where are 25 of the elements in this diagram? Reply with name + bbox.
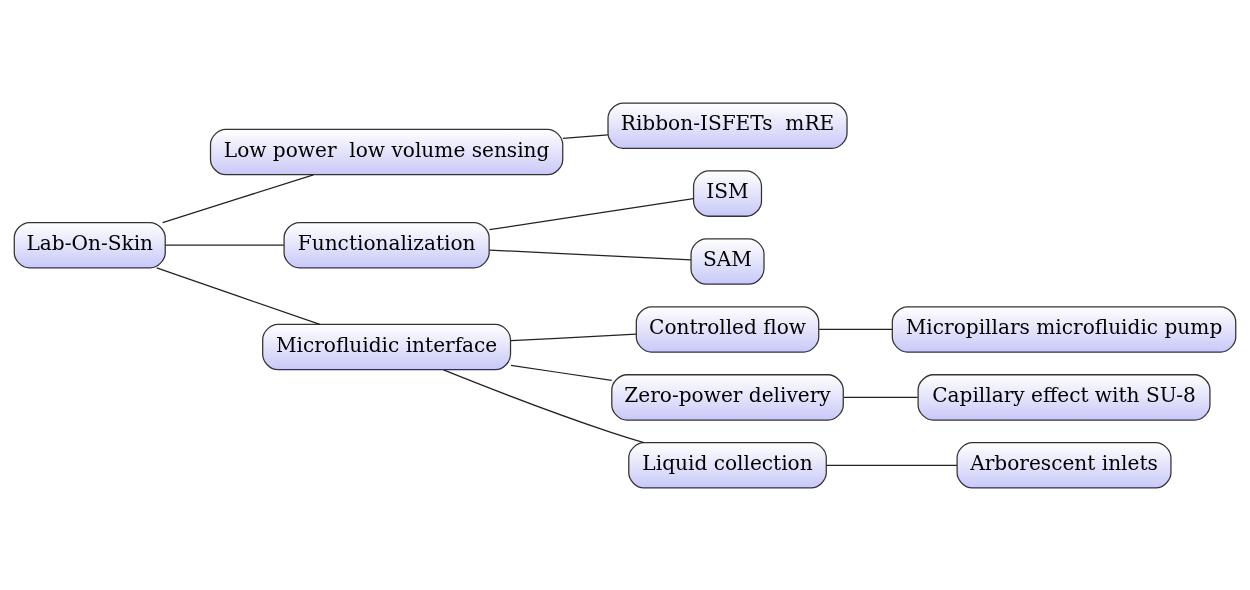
node-box: Microfluidic interface <box>262 323 512 370</box>
connector <box>843 396 919 398</box>
node-box: Liquid collection <box>628 441 827 489</box>
node-box: Lab-On-Skin <box>13 221 166 268</box>
node-box: Controlled flow <box>635 305 820 353</box>
node-box: Zero-power delivery <box>611 373 844 421</box>
connector <box>164 244 285 246</box>
node-box: Low power low volume sensing <box>209 128 564 175</box>
connector <box>488 197 695 230</box>
node-box: Arborescent inlets <box>956 441 1172 489</box>
node-box: Micropillars microfluidic pump <box>891 305 1237 353</box>
connector <box>510 333 637 341</box>
node-box: Capillary effect with SU-8 <box>917 373 1211 421</box>
connector <box>562 133 609 139</box>
connector <box>442 368 645 443</box>
node-box: ISM <box>692 169 763 217</box>
connector <box>162 173 315 223</box>
connector <box>510 364 613 381</box>
connector <box>156 266 321 325</box>
node-box: Functionalization <box>283 221 490 268</box>
connector <box>488 248 692 260</box>
connector <box>825 464 958 466</box>
node-box: Ribbon-ISFETs mRE <box>607 101 848 149</box>
connector <box>818 328 893 330</box>
node-box: SAM <box>690 237 765 285</box>
